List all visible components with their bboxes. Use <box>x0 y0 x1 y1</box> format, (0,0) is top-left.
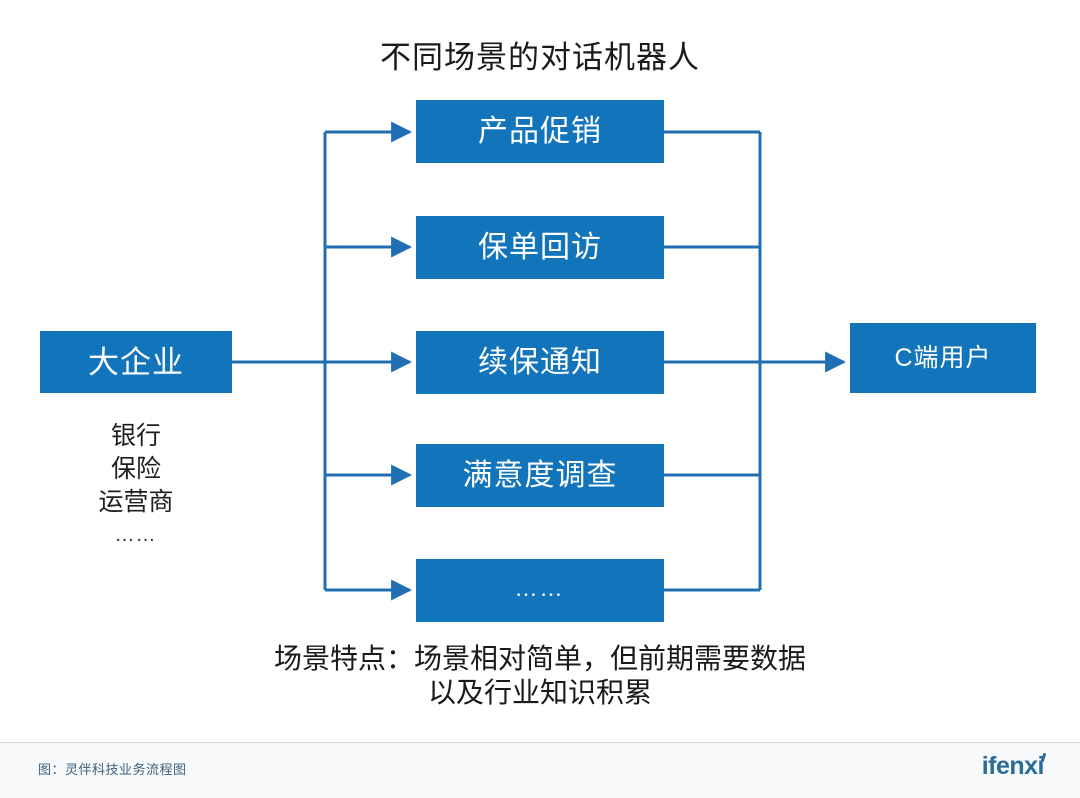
node-scenario-4[interactable]: 满意度调查 <box>416 444 664 507</box>
source-sublabel-ellipsis: …… <box>115 525 157 546</box>
source-sublabel-0: 银行 <box>110 423 161 450</box>
footer-band <box>0 743 1080 798</box>
node-scenario-3-label: 续保通知 <box>478 345 602 379</box>
caption-line-2: 以及行业知识积累 <box>427 678 652 710</box>
page-title: 不同场景的对话机器人 <box>380 40 700 75</box>
node-source-enterprise[interactable]: 大企业 <box>40 331 232 393</box>
node-scenario-1[interactable]: 产品促销 <box>416 100 664 163</box>
footer-divider <box>0 742 1080 743</box>
caption-line-1: 场景特点：场景相对简单，但前期需要数据 <box>273 644 806 675</box>
diagram-caption: 场景特点：场景相对简单，但前期需要数据 以及行业知识积累 <box>0 643 1080 711</box>
ifenxi-logo: ifenxi <box>981 752 1047 781</box>
ifenxi-logo-text: ifenxi <box>981 752 1045 780</box>
node-target-consumer[interactable]: C端用户 <box>850 323 1036 393</box>
node-source-label: 大企业 <box>88 344 184 380</box>
footer-source-note: 图：灵伴科技业务流程图 <box>38 762 187 777</box>
node-scenario-5-label: …… <box>515 575 565 601</box>
source-sublabel-1: 保险 <box>110 456 161 483</box>
node-scenario-2-label: 保单回访 <box>478 230 602 264</box>
node-scenario-1-label: 产品促销 <box>478 114 602 148</box>
node-scenario-4-label: 满意度调查 <box>462 458 618 492</box>
node-scenario-5[interactable]: …… <box>416 559 664 622</box>
source-sublabel-2: 运营商 <box>98 489 174 516</box>
node-scenario-3[interactable]: 续保通知 <box>416 331 664 394</box>
source-sublabels: 银行 保险 运营商 …… <box>40 420 232 548</box>
node-scenario-2[interactable]: 保单回访 <box>416 216 664 279</box>
node-target-label: C端用户 <box>894 343 992 372</box>
